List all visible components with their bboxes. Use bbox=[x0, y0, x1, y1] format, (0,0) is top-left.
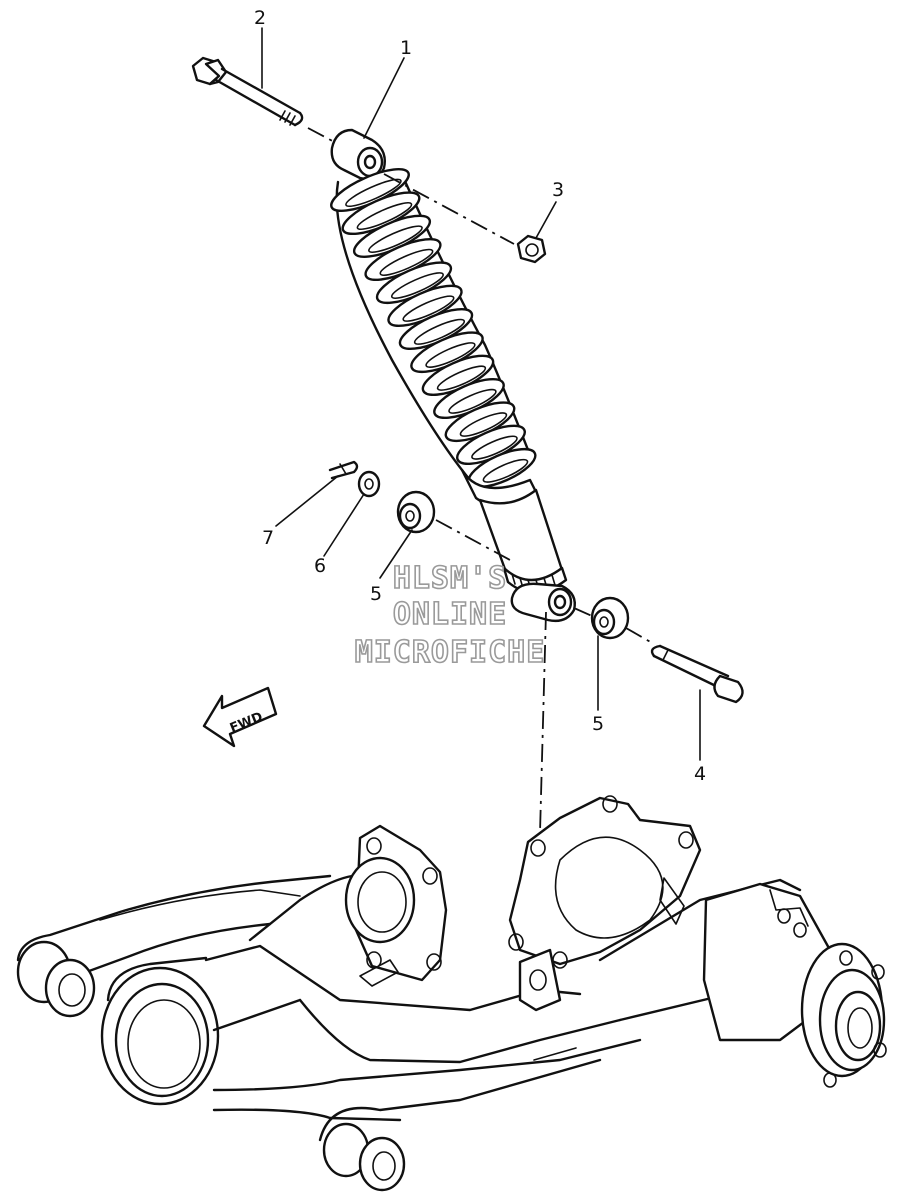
spring-coil-inner bbox=[482, 458, 529, 483]
spring-coil-inner bbox=[425, 342, 476, 368]
callouts: 2 1 3 4 5 5 6 7 bbox=[254, 7, 706, 785]
callout-7: 7 bbox=[262, 527, 274, 549]
callout-4: 4 bbox=[694, 763, 706, 785]
spring-coil-inner bbox=[459, 412, 508, 437]
spring-coil-inner bbox=[368, 225, 423, 253]
watermark-line-3: MICROFICHE bbox=[355, 635, 546, 670]
spring-coil-inner bbox=[345, 178, 402, 208]
spring-coil-inner bbox=[390, 272, 444, 299]
callout-5-right: 5 bbox=[592, 713, 604, 735]
spring-coil-inner bbox=[413, 318, 466, 345]
callout-6: 6 bbox=[314, 555, 326, 577]
part-3-nut[interactable] bbox=[516, 234, 547, 264]
spring-coil-inner bbox=[356, 202, 413, 231]
part-6-washer[interactable] bbox=[357, 470, 381, 498]
spring-coil-inner bbox=[436, 365, 487, 391]
spring-coil-inner bbox=[379, 248, 434, 276]
spring-coil-inner bbox=[402, 295, 455, 322]
callout-5-left: 5 bbox=[370, 583, 382, 605]
watermark: HLSM'S ONLINE MICROFICHE bbox=[354, 560, 546, 671]
part-1-shock-absorber[interactable] bbox=[326, 128, 576, 623]
part-2-upper-bolt[interactable] bbox=[191, 56, 304, 127]
swingarm-rear-axle-housing bbox=[16, 795, 887, 1192]
callout-2: 2 bbox=[254, 7, 266, 29]
spring-coil-inner bbox=[471, 435, 518, 460]
leader-lines bbox=[261, 27, 701, 761]
spring-coils bbox=[330, 167, 537, 489]
fwd-direction-arrow: FWD bbox=[202, 686, 278, 748]
callout-1: 1 bbox=[400, 37, 412, 59]
watermark-line-1: HLSM'S bbox=[393, 561, 507, 596]
part-5-collar-right[interactable] bbox=[590, 596, 630, 640]
part-7-cotter-pin[interactable] bbox=[328, 460, 359, 480]
spring-coil-inner bbox=[448, 388, 497, 414]
watermark-line-2: ONLINE bbox=[393, 597, 507, 632]
part-4-lower-pin[interactable] bbox=[650, 644, 744, 704]
part-5-collar-left[interactable] bbox=[396, 490, 436, 534]
callout-3: 3 bbox=[552, 179, 564, 201]
